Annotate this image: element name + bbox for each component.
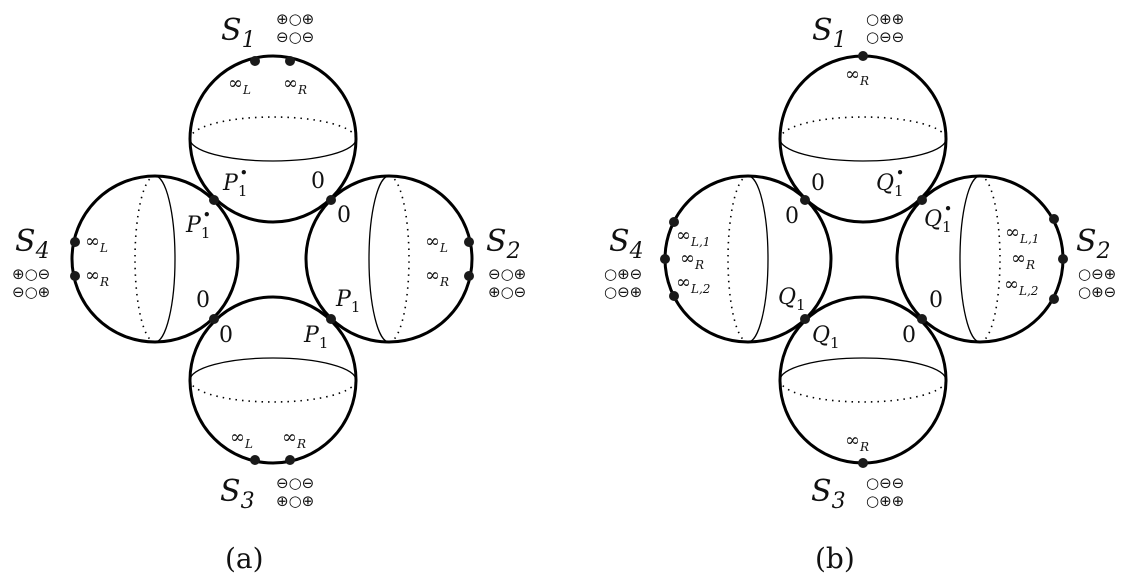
point-a-s2-inf-r	[464, 271, 474, 281]
name-b-s1: S1	[812, 13, 847, 53]
panel-b: ∞R ∞R ∞L,1 ∞R ∞L,2 ∞L,1 ∞R ∞L,2 0 0 Q1• …	[604, 10, 1116, 575]
symbols-b-s3-bot: ○⊕⊕	[866, 492, 904, 510]
junction-b-top-left	[800, 195, 810, 205]
label-a-p1-bottom: P1	[303, 323, 328, 352]
symbols-b-s1-top: ○⊕⊕	[866, 10, 904, 28]
sphere-a-s4	[70, 174, 240, 344]
symbols-a-s4-top: ⊕○⊖	[12, 265, 50, 283]
caption-b: (b)	[815, 542, 855, 575]
name-a-s2: S2	[486, 224, 521, 264]
symbols-b-s4-bot: ○⊖⊕	[604, 283, 642, 301]
label-b-q1-bullet-right: Q1•	[924, 200, 952, 236]
label-a-s2-inf-r: ∞R	[425, 265, 449, 289]
name-a-s3: S3	[220, 474, 255, 514]
caption-a: (a)	[225, 542, 264, 575]
label-a-p1-right: P1	[335, 287, 360, 316]
label-b-s4-inf-l2: ∞L,2	[676, 272, 710, 296]
label-a-zero-bottom-left-1: 0	[196, 288, 210, 313]
point-b-s2-inf-l1	[1049, 214, 1059, 224]
label-b-q1-bottom: Q1	[812, 323, 840, 352]
point-a-s1-inf-r	[285, 56, 295, 66]
label-b-s2-inf-l2: ∞L,2	[1004, 274, 1038, 298]
symbols-b-s3-top: ○⊖⊖	[866, 474, 904, 492]
symbols-a-s3-top: ⊖○⊖	[276, 474, 314, 492]
point-a-s3-inf-r	[285, 455, 295, 465]
label-b-s4-inf-r: ∞R	[680, 248, 704, 272]
label-a-s1-inf-l: ∞L	[228, 73, 251, 97]
label-b-zero-top-left-1: 0	[811, 171, 825, 196]
symbols-a-s1-bot: ⊖○⊖	[276, 28, 314, 46]
junction-a-bottom-right	[326, 314, 336, 324]
point-b-s2-inf-l2	[1049, 294, 1059, 304]
point-b-s4-inf-r	[660, 254, 670, 264]
name-b-s2: S2	[1076, 224, 1111, 264]
symbols-a-s2-bot: ⊕○⊖	[488, 283, 526, 301]
label-a-s4-inf-l: ∞L	[85, 231, 108, 255]
label-b-zero-bottom-right-1: 0	[929, 288, 943, 313]
junction-b-bottom-left	[800, 314, 810, 324]
label-b-s2-inf-l1: ∞L,1	[1005, 222, 1039, 246]
label-b-s3-inf-r: ∞R	[845, 430, 869, 454]
point-a-s4-inf-l	[70, 237, 80, 247]
name-b-s3: S3	[811, 474, 846, 514]
junction-b-top-right	[917, 195, 927, 205]
point-b-s2-inf-r	[1058, 254, 1068, 264]
junction-a-top-left	[209, 195, 219, 205]
symbols-a-s1-top: ⊕○⊕	[276, 10, 314, 28]
junction-a-top-right	[326, 195, 336, 205]
label-a-zero-bottom-left-2: 0	[219, 323, 233, 348]
label-b-s4-inf-l1: ∞L,1	[676, 225, 710, 249]
label-b-q1-bullet-top: Q1•	[876, 164, 904, 200]
label-a-s1-inf-r: ∞R	[283, 73, 307, 97]
label-b-q1-left: Q1	[778, 285, 806, 314]
symbols-b-s1-bot: ○⊖⊖	[866, 28, 904, 46]
panel-a: ∞L ∞R ∞L ∞R ∞L ∞R ∞L ∞R P1• P1• 0 0 0 0 …	[12, 10, 526, 575]
symbols-b-s4-top: ○⊕⊖	[604, 265, 642, 283]
label-a-s2-inf-l: ∞L	[425, 231, 448, 255]
symbols-b-s2-bot: ○⊕⊖	[1078, 283, 1116, 301]
symbols-a-s2-top: ⊖○⊕	[488, 265, 526, 283]
point-a-s4-inf-r	[70, 271, 80, 281]
point-a-s2-inf-l	[464, 237, 474, 247]
name-a-s1: S1	[221, 13, 256, 53]
label-a-zero-top-right-2: 0	[337, 203, 351, 228]
point-b-s4-inf-l1	[669, 217, 679, 227]
sphere-a-s1	[188, 54, 358, 224]
label-a-s3-inf-l: ∞L	[230, 427, 253, 451]
point-b-s3-inf-r	[858, 458, 868, 468]
point-b-s4-inf-l2	[669, 291, 679, 301]
label-b-s2-inf-r: ∞R	[1011, 248, 1035, 272]
label-a-s3-inf-r: ∞R	[282, 427, 306, 451]
label-a-p1-bullet-left: P1•	[185, 206, 211, 242]
label-b-zero-bottom-right-2: 0	[902, 323, 916, 348]
label-a-zero-top-right-1: 0	[311, 169, 325, 194]
name-b-s4: S4	[609, 224, 644, 264]
point-a-s1-inf-l	[250, 56, 260, 66]
name-a-s4: S4	[15, 224, 50, 264]
label-a-p1-bullet-top: P1•	[222, 164, 248, 200]
junction-b-bottom-right	[917, 314, 927, 324]
symbols-a-s4-bot: ⊖○⊕	[12, 283, 50, 301]
label-a-s4-inf-r: ∞R	[85, 265, 109, 289]
symbols-b-s2-top: ○⊖⊕	[1078, 265, 1116, 283]
label-b-zero-top-left-2: 0	[785, 204, 799, 229]
sphere-a-s2	[304, 174, 474, 344]
point-a-s3-inf-l	[250, 455, 260, 465]
symbols-a-s3-bot: ⊕○⊕	[276, 492, 314, 510]
junction-a-bottom-left	[209, 314, 219, 324]
point-b-s1-inf-r	[858, 51, 868, 61]
sphere-a-s3	[188, 295, 358, 465]
label-b-s1-inf-r: ∞R	[845, 64, 869, 88]
